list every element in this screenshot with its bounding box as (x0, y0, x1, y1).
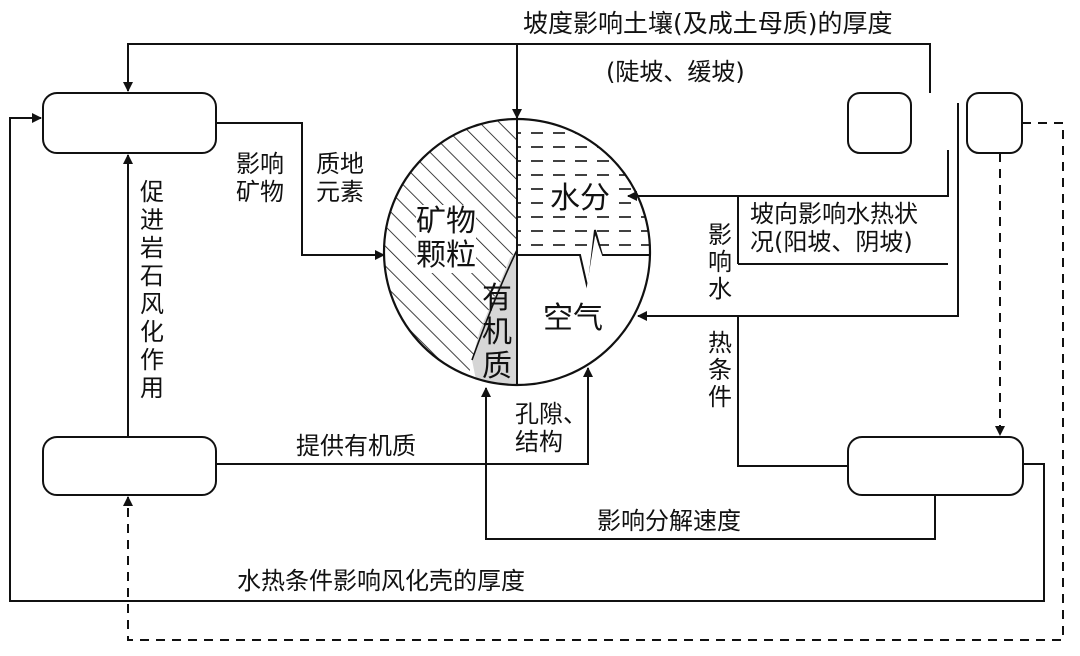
slope-thickness-label: 坡度影响土壤(及成土母质)的厚度 (520, 10, 896, 38)
weathering-crust-label: 水热条件影响风化壳的厚度 (237, 567, 525, 595)
pores-structure-label: 孔隙、 结构 (515, 400, 587, 456)
promote-weathering-label: 促 进 岩 石 风 化 作 用 (140, 178, 164, 402)
air-label: 空气 (543, 301, 603, 336)
organic-matter-label: 有 机 质 (482, 281, 512, 384)
slope-types-label: (陡坡、缓坡) (606, 58, 745, 86)
aspect-water-heat-label: 坡向影响水热状 况(阳坡、阴坡) (750, 200, 918, 256)
terrain-box (847, 92, 912, 154)
parent-material-box (42, 92, 217, 154)
affect-water-heat-label: 影 响 水 热 条 件 (708, 221, 732, 411)
provide-organic-label: 提供有机质 (296, 432, 416, 460)
affect-minerals-label: 影响 矿物 (236, 150, 284, 206)
biology-box (42, 436, 217, 496)
time-box (847, 436, 1024, 496)
climate-box (966, 92, 1023, 154)
mineral-particles-label: 矿物 颗粒 (416, 204, 476, 273)
water-label: 水分 (548, 181, 612, 216)
texture-elements-label: 质地 元素 (316, 150, 364, 206)
decomposition-speed-label: 影响分解速度 (597, 507, 741, 535)
